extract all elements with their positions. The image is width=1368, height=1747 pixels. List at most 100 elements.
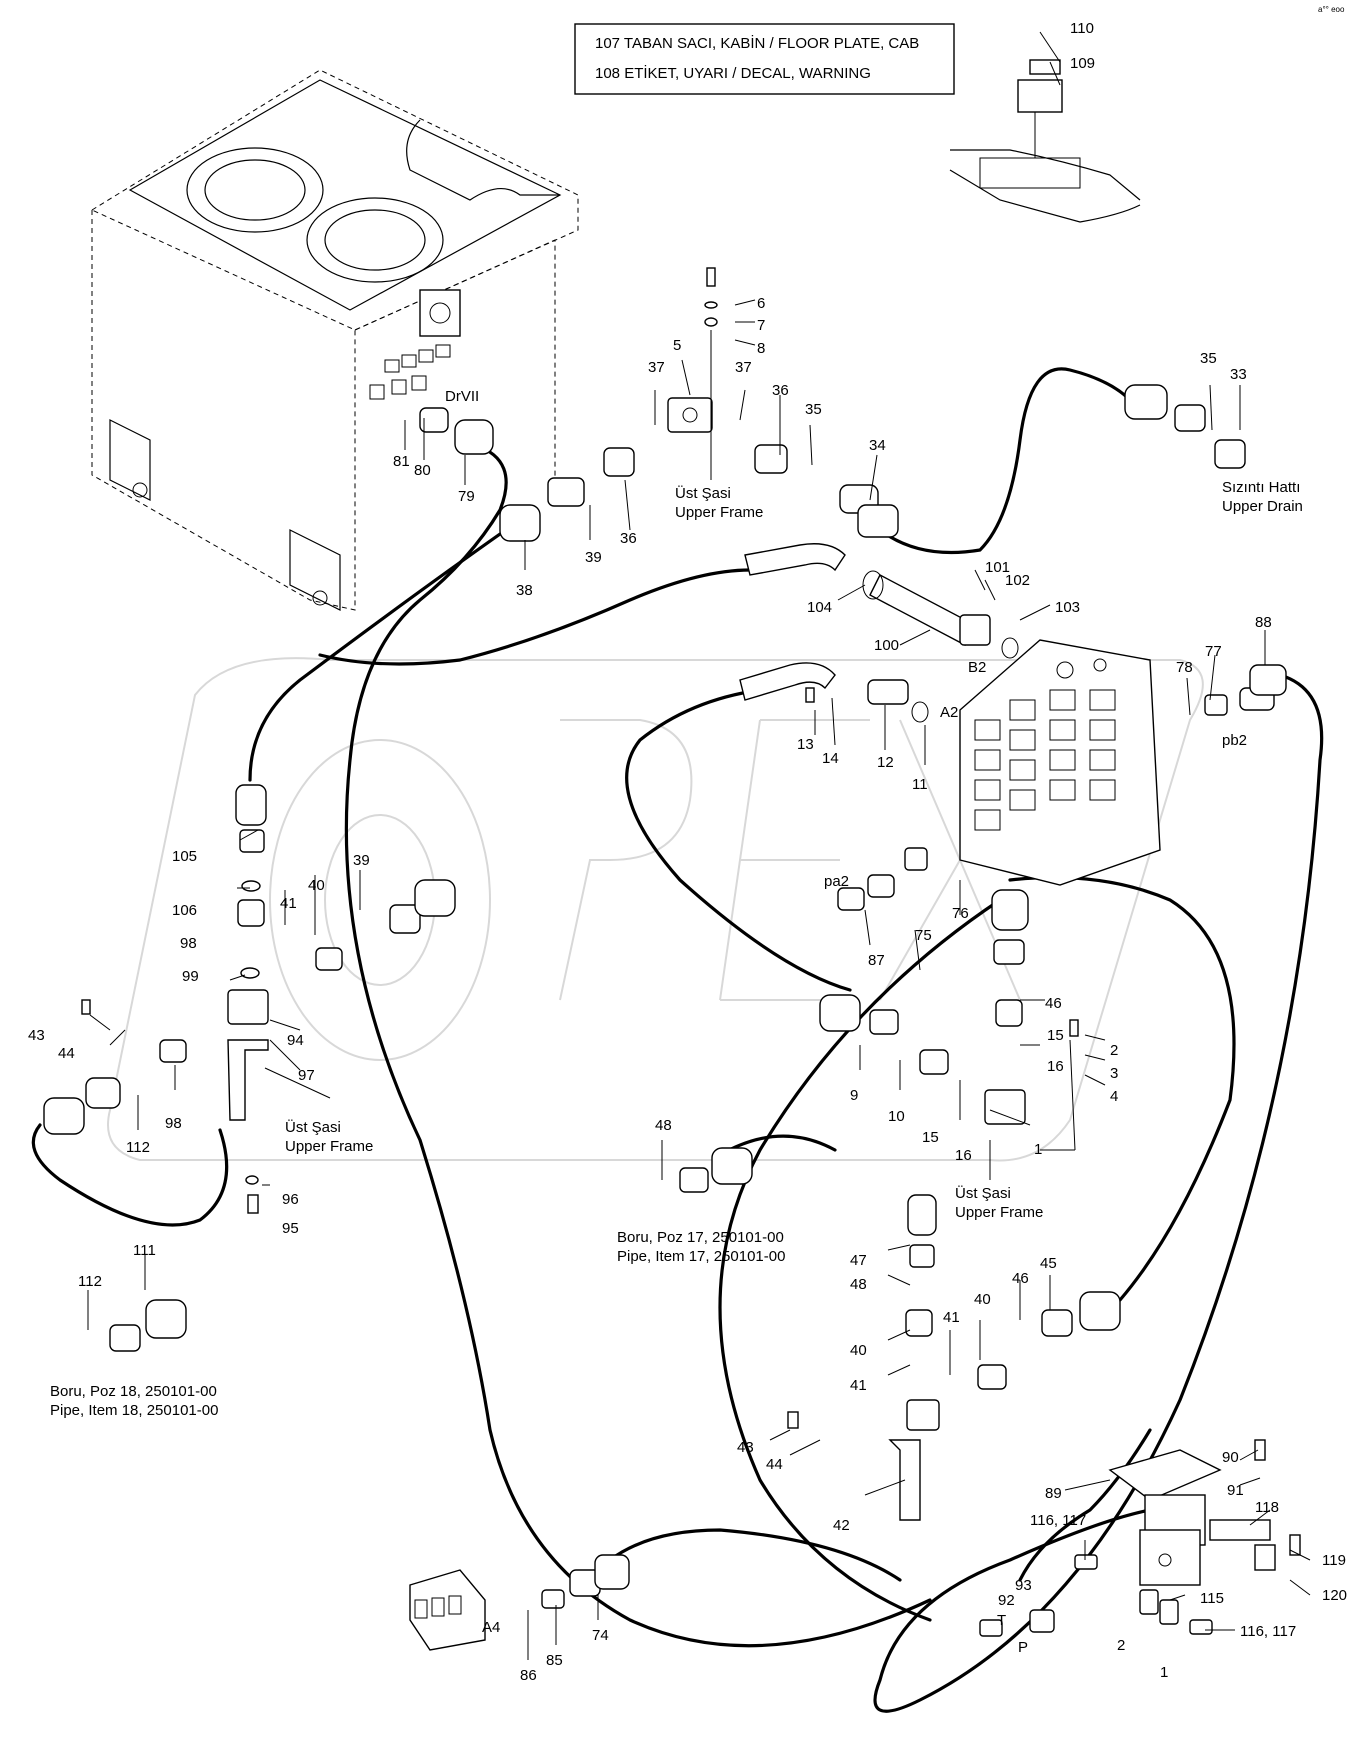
callout-15-a: 15 xyxy=(1047,1027,1064,1044)
callout-36-a: 36 xyxy=(772,382,789,399)
callout-110: 110 xyxy=(1070,20,1094,37)
port-drvii: DrVII xyxy=(445,388,479,405)
callout-101: 101 xyxy=(985,559,1010,576)
callout-14: 14 xyxy=(822,750,839,767)
callout-77: 77 xyxy=(1205,643,1222,660)
caption-upper-frame-top-tr: Üst Şasi xyxy=(675,484,731,502)
port-p: P xyxy=(1018,1639,1028,1656)
callout-37-a: 37 xyxy=(648,359,665,376)
header-box: 107 TABAN SACI, KABİN / FLOOR PLATE, CAB… xyxy=(574,23,955,95)
callout-41-c: 41 xyxy=(943,1309,960,1326)
callout-104: 104 xyxy=(807,599,832,616)
callout-6: 6 xyxy=(757,295,765,312)
callout-119: 119 xyxy=(1322,1552,1346,1569)
callout-4: 4 xyxy=(1110,1088,1118,1105)
callout-98-a: 98 xyxy=(180,935,197,952)
caption-upper-frame-left-tr: Üst Şasi xyxy=(285,1118,341,1136)
leader-lines xyxy=(87,31,1311,1660)
caption-upper-frame-right-en: Upper Frame xyxy=(955,1204,1043,1221)
port-pa2: pa2 xyxy=(824,873,849,890)
callout-2-b: 2 xyxy=(1117,1637,1125,1654)
callout-42: 42 xyxy=(833,1517,850,1534)
caption-upper-frame-left-en: Upper Frame xyxy=(285,1138,373,1155)
callout-92: 92 xyxy=(998,1592,1015,1609)
callout-74: 74 xyxy=(592,1627,609,1644)
callout-85: 85 xyxy=(546,1652,563,1669)
callout-103: 103 xyxy=(1055,599,1080,616)
callout-34: 34 xyxy=(869,437,886,454)
callout-43-a: 43 xyxy=(28,1027,45,1044)
callout-43-b: 43 xyxy=(737,1439,754,1456)
caption-pipe17-tr: Boru, Poz 17, 250101-00 xyxy=(617,1229,784,1246)
callout-40-a: 40 xyxy=(308,877,325,894)
callout-100: 100 xyxy=(874,637,899,654)
callout-13: 13 xyxy=(797,736,814,753)
corner-mark: a°° eoo xyxy=(1318,5,1345,14)
callout-10: 10 xyxy=(888,1108,905,1125)
part-number-labels: 110 109 6 7 8 5 37 37 36 35 34 35 33 81 … xyxy=(28,20,1347,1684)
callout-89: 89 xyxy=(1045,1485,1062,1502)
callout-46-a: 46 xyxy=(1045,995,1062,1012)
caption-pipe18-en: Pipe, Item 18, 250101-00 xyxy=(50,1402,218,1419)
hydraulic-tank-drawing xyxy=(90,69,579,611)
callout-111: 111 xyxy=(133,1242,156,1259)
port-t: T xyxy=(997,1612,1006,1629)
port-labels: DrVII B2 A2 pb2 pa2 A4 T P xyxy=(445,388,1247,1656)
callout-109: 109 xyxy=(1070,55,1095,72)
callout-86: 86 xyxy=(520,1667,537,1684)
callout-116-117-b: 116, 117 xyxy=(1240,1623,1296,1640)
callout-90: 90 xyxy=(1222,1449,1239,1466)
callout-15-b: 15 xyxy=(922,1129,939,1146)
callout-36-b: 36 xyxy=(620,530,637,547)
callout-11: 11 xyxy=(912,776,928,793)
fittings xyxy=(43,267,1301,1651)
callout-118: 118 xyxy=(1255,1499,1279,1516)
callout-99: 99 xyxy=(182,968,199,985)
callout-115: 115 xyxy=(1200,1590,1224,1607)
callout-5: 5 xyxy=(673,337,681,354)
callout-41-b: 41 xyxy=(850,1377,867,1394)
port-a2: A2 xyxy=(940,704,958,721)
control-valve-block xyxy=(959,639,1161,886)
callout-37-b: 37 xyxy=(735,359,752,376)
callout-75: 75 xyxy=(915,927,932,944)
port-pb2: pb2 xyxy=(1222,732,1247,749)
callout-44-a: 44 xyxy=(58,1045,75,1062)
callout-35-a: 35 xyxy=(805,401,822,418)
callout-1-a: 1 xyxy=(1034,1141,1042,1158)
callout-2-a: 2 xyxy=(1110,1042,1118,1059)
caption-pipe18-tr: Boru, Poz 18, 250101-00 xyxy=(50,1383,217,1400)
callout-12: 12 xyxy=(877,754,894,771)
callout-9: 9 xyxy=(850,1087,858,1104)
callout-35-b: 35 xyxy=(1200,350,1217,367)
callout-8: 8 xyxy=(757,340,765,357)
caption-upper-frame-top-en: Upper Frame xyxy=(675,504,763,521)
manifold-a4 xyxy=(409,1569,486,1651)
callout-94: 94 xyxy=(287,1032,304,1049)
callout-96: 96 xyxy=(282,1191,299,1208)
callout-1-b: 1 xyxy=(1160,1664,1168,1681)
callout-16-b: 16 xyxy=(955,1147,972,1164)
callout-46-b: 46 xyxy=(1012,1270,1029,1287)
callout-76: 76 xyxy=(952,905,969,922)
callout-120: 120 xyxy=(1322,1587,1347,1604)
port-a4: A4 xyxy=(482,1619,500,1636)
port-b2: B2 xyxy=(968,659,986,676)
callout-3: 3 xyxy=(1110,1065,1118,1082)
callout-38: 38 xyxy=(516,582,533,599)
caption-pipe17-en: Pipe, Item 17, 250101-00 xyxy=(617,1248,785,1265)
callout-7: 7 xyxy=(757,317,765,334)
callout-39-a: 39 xyxy=(585,549,602,566)
callout-102: 102 xyxy=(1005,572,1030,589)
header-line-1: 107 TABAN SACI, KABİN / FLOOR PLATE, CAB xyxy=(595,34,919,52)
callout-47: 47 xyxy=(850,1252,867,1269)
callout-39-b: 39 xyxy=(353,852,370,869)
cab-switch-drawing xyxy=(949,59,1141,223)
callout-98-b: 98 xyxy=(165,1115,182,1132)
callout-93: 93 xyxy=(1015,1577,1032,1594)
callout-48-a: 48 xyxy=(655,1117,672,1134)
callout-97: 97 xyxy=(298,1067,315,1084)
callout-40-b: 40 xyxy=(850,1342,867,1359)
